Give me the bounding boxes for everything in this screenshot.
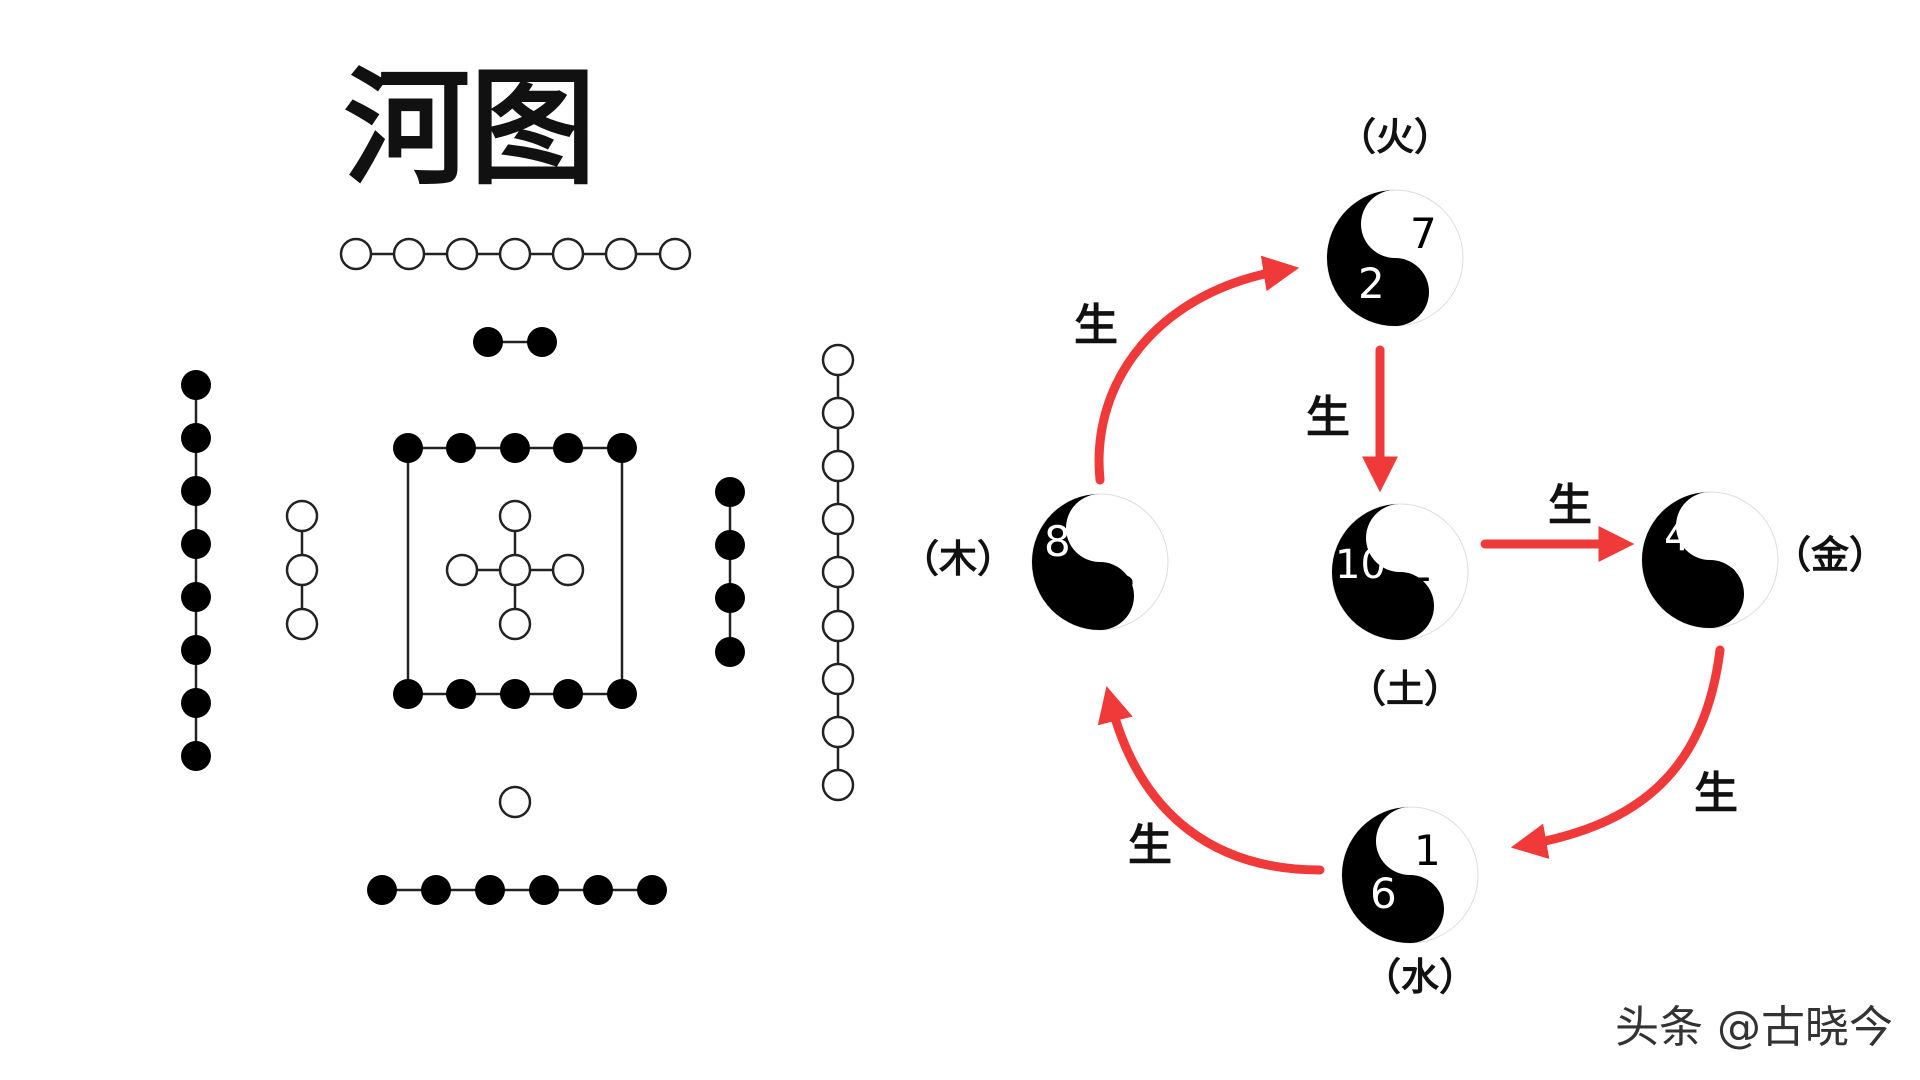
white-dot <box>498 785 532 819</box>
white-dot <box>551 237 585 271</box>
white-dot <box>285 607 319 641</box>
hetu-title: 河图 <box>344 54 596 202</box>
dot-group-square-bottom <box>393 679 637 709</box>
white-dot <box>821 662 855 696</box>
black-dot <box>637 875 667 905</box>
black-dot <box>181 370 211 400</box>
dot-group-bottom-black <box>367 875 667 905</box>
water-label: （水） <box>1363 954 1477 999</box>
dot-group-left-black <box>181 370 211 771</box>
white-dot <box>821 555 855 589</box>
white-dot <box>498 553 532 587</box>
fire-number-yang: 2 <box>1358 259 1385 308</box>
metal-number-yang: 9 <box>1714 559 1741 608</box>
black-dot <box>553 679 583 709</box>
white-dot <box>821 396 855 430</box>
white-dot <box>339 237 373 271</box>
white-dot <box>821 343 855 377</box>
white-dot <box>285 553 319 587</box>
white-dot <box>821 768 855 802</box>
black-dot <box>393 679 423 709</box>
earth-number-yin: 10 <box>1335 542 1386 588</box>
white-dot <box>821 715 855 749</box>
element-metal: 4 9 （金） <box>1641 491 1887 629</box>
white-dot <box>551 553 585 587</box>
arrow-metal-to-water <box>1510 645 1725 860</box>
black-dot <box>529 875 559 905</box>
black-dot <box>607 679 637 709</box>
element-water: 1 6 （水） <box>1341 806 1479 999</box>
dot-group-top-white <box>339 237 692 271</box>
black-dot <box>553 433 583 463</box>
black-dot <box>607 433 637 463</box>
dot-group-top-black <box>473 327 557 357</box>
white-dot <box>392 237 426 271</box>
black-dot <box>500 433 530 463</box>
dot-group-bottom-white <box>498 785 532 819</box>
metal-number-yin: 4 <box>1664 511 1691 560</box>
black-dot <box>500 679 530 709</box>
black-dot <box>475 875 505 905</box>
arrow-label-water-wood: 生 <box>1128 820 1172 871</box>
fire-label: （火） <box>1338 114 1452 159</box>
black-dot <box>446 679 476 709</box>
black-dot <box>715 530 745 560</box>
arrow-label-metal-water: 生 <box>1694 768 1738 819</box>
white-dot <box>604 237 638 271</box>
metal-label: （金） <box>1773 532 1887 577</box>
arrow-label-earth-metal: 生 <box>1548 480 1592 531</box>
dot-group-square-top <box>393 433 637 463</box>
black-dot <box>181 688 211 718</box>
black-dot <box>181 476 211 506</box>
white-dot <box>445 553 479 587</box>
watermark: 头条 @古晓今 <box>1615 1002 1893 1053</box>
black-dot <box>715 477 745 507</box>
white-dot <box>445 237 479 271</box>
dot-group-left-white <box>285 499 319 641</box>
black-dot <box>181 529 211 559</box>
black-dot <box>181 423 211 453</box>
arrow-label-fire-earth: 生 <box>1306 392 1350 443</box>
white-dot <box>498 237 532 271</box>
black-dot <box>473 327 503 357</box>
white-dot <box>821 502 855 536</box>
wood-number-yang: 3 <box>1110 567 1137 616</box>
dot-group-center-white <box>445 499 585 641</box>
white-dot <box>658 237 692 271</box>
white-dot <box>498 607 532 641</box>
black-dot <box>583 875 613 905</box>
earth-number-yang: 5 <box>1408 569 1435 618</box>
arrow-wood-to-fire <box>1094 255 1300 485</box>
black-dot <box>181 741 211 771</box>
black-dot <box>527 327 557 357</box>
arrow-label-wood-fire: 生 <box>1074 300 1118 351</box>
black-dot <box>446 433 476 463</box>
black-dot <box>181 635 211 665</box>
white-dot <box>498 499 532 533</box>
element-earth: 10 5 （土） <box>1331 503 1469 711</box>
earth-label: （土） <box>1348 666 1462 711</box>
wood-number-yin: 8 <box>1044 517 1071 566</box>
black-dot <box>181 582 211 612</box>
element-wood: 8 3 （木） <box>901 493 1169 631</box>
dot-group-right-white <box>821 343 855 802</box>
black-dot <box>421 875 451 905</box>
water-number-yang: 6 <box>1370 869 1397 918</box>
fire-number-yin: 7 <box>1410 209 1437 258</box>
white-dot <box>821 449 855 483</box>
black-dot <box>367 875 397 905</box>
dot-group-right-black <box>715 477 745 667</box>
water-number-yin: 1 <box>1414 826 1441 875</box>
white-dot <box>821 609 855 643</box>
sheng-arrows <box>1094 255 1725 875</box>
arrow-water-to-wood <box>1097 686 1325 875</box>
element-fire: 7 2 （火） <box>1326 114 1464 327</box>
black-dot <box>393 433 423 463</box>
white-dot <box>285 499 319 533</box>
black-dot <box>715 583 745 613</box>
black-dot <box>715 637 745 667</box>
wood-label: （木） <box>901 536 1015 581</box>
